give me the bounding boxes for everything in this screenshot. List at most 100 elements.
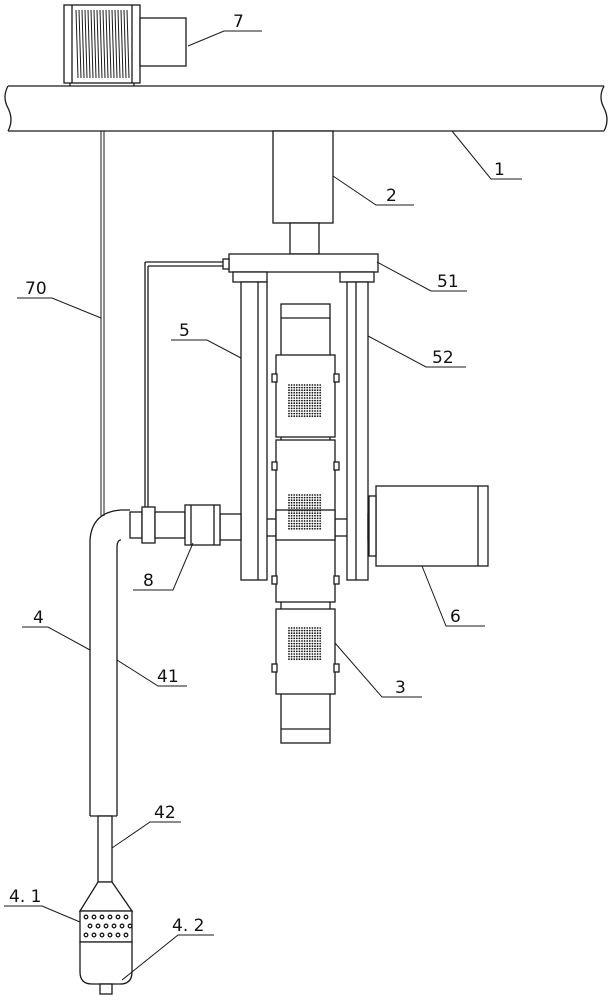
screen-dot	[293, 627, 296, 629]
screen-dot	[311, 412, 314, 415]
label-51: 51	[437, 272, 459, 292]
winch-coil	[75, 9, 130, 79]
screen-dot	[303, 410, 306, 412]
coil-winding	[87, 9, 91, 79]
screen-dot	[314, 520, 316, 522]
screen-dot	[311, 407, 314, 410]
screen-dot	[301, 407, 303, 410]
screen-dot	[298, 627, 301, 629]
screen-dot	[288, 404, 290, 407]
screen-dot	[298, 520, 301, 522]
screen-dot	[314, 637, 316, 640]
screen-dot	[311, 496, 314, 499]
intake-hole	[107, 914, 113, 920]
screen-dot	[308, 527, 311, 530]
screen-dot	[295, 642, 298, 645]
screen-dot	[319, 494, 322, 496]
screen-dot	[311, 629, 314, 632]
screen-dot	[293, 407, 296, 410]
screen-dot	[295, 407, 298, 410]
screen-dot	[298, 509, 301, 512]
screen-dot	[293, 525, 296, 528]
screen-dot	[319, 389, 322, 392]
screen-dot	[295, 629, 298, 632]
screen-dot	[295, 415, 298, 418]
screen-dot	[298, 642, 301, 645]
intake-hole	[95, 923, 101, 929]
screen-dot	[306, 645, 309, 648]
screen-dot	[319, 512, 322, 515]
screen-dot	[301, 391, 303, 394]
screen-dot	[293, 410, 296, 412]
screen-dot	[290, 394, 293, 397]
screen-dot	[319, 627, 322, 629]
screen-dot	[288, 627, 290, 629]
screen-dot	[316, 407, 319, 410]
lower-pipe	[97, 815, 113, 883]
screen-dot	[314, 647, 316, 650]
screen-dot	[301, 412, 303, 415]
screen-dot	[319, 496, 322, 499]
screen-dot	[306, 496, 309, 499]
screen-dot	[288, 499, 290, 502]
screen-dot	[298, 384, 301, 386]
screen-dot	[308, 407, 311, 410]
screen-dot	[316, 501, 319, 504]
screen-dot	[306, 415, 309, 418]
screen-dot	[298, 512, 301, 515]
screen-dot	[288, 525, 290, 528]
screen-perforations	[288, 384, 322, 661]
screen-dot	[295, 653, 298, 655]
label-2: 2	[386, 186, 397, 206]
screen-dot	[301, 650, 303, 653]
screen-dot	[311, 517, 314, 520]
label-52: 52	[432, 348, 454, 368]
screen-dot	[298, 499, 301, 502]
screen-dot	[293, 647, 296, 650]
screen-dot	[319, 629, 322, 632]
screen-dot	[301, 496, 303, 499]
screen-dot	[316, 394, 319, 397]
intake-hole	[123, 914, 129, 920]
screen-dot	[311, 658, 314, 661]
drum-stud	[333, 663, 340, 673]
screen-dot	[301, 386, 303, 389]
screen-dot	[303, 640, 306, 642]
screen-dot	[316, 629, 319, 632]
screen-dot	[319, 501, 322, 504]
screen-dot	[308, 410, 311, 412]
screen-dot	[290, 525, 293, 528]
screen-dot	[298, 655, 301, 658]
screen-dot	[319, 509, 322, 512]
screen-dot	[311, 650, 314, 653]
screen-dot	[308, 655, 311, 658]
screen-dot	[311, 653, 314, 655]
leader-lines	[4, 30, 522, 981]
screen-dot	[303, 507, 306, 509]
frame-plate-fitting	[222, 258, 230, 270]
screen-dot	[290, 407, 293, 410]
screen-dot	[319, 514, 322, 517]
screen-dot	[314, 494, 316, 496]
coil-winding	[90, 9, 94, 79]
screen-dot	[311, 512, 314, 515]
intake-hole	[83, 914, 89, 920]
screen-dot	[295, 399, 298, 402]
screen-dot	[303, 494, 306, 496]
screen-dot	[311, 494, 314, 496]
screen-dot	[308, 645, 311, 648]
screen-dot	[298, 412, 301, 415]
screen-dot	[298, 410, 301, 412]
screen-dot	[298, 407, 301, 410]
screen-dot	[293, 504, 296, 507]
drum-stud	[333, 461, 340, 471]
screen-dot	[306, 520, 309, 522]
screen-dot	[303, 407, 306, 410]
label-42: 42	[154, 803, 176, 823]
label-4: 4	[33, 608, 44, 628]
screen-dot	[306, 386, 309, 389]
screen-dot	[311, 632, 314, 635]
screen-dot	[301, 527, 303, 530]
screen-dot	[298, 650, 301, 653]
screen-dot	[301, 402, 303, 405]
